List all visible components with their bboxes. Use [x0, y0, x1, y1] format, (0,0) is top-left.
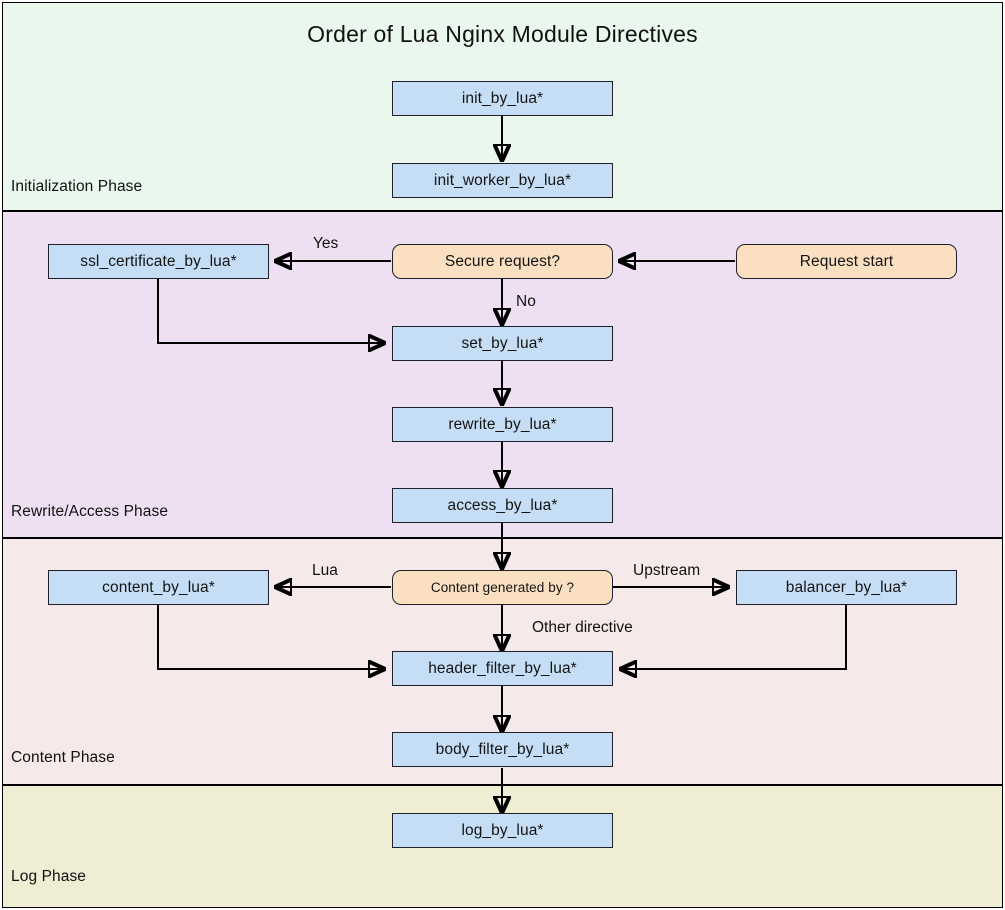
edge-label-upstream: Upstream [633, 562, 701, 579]
node-label: body_filter_by_lua* [435, 740, 570, 758]
node-ssl-certificate-by-lua[interactable]: ssl_certificate_by_lua* [48, 244, 269, 279]
edge-label-no: No [516, 293, 536, 310]
node-set-by-lua[interactable]: set_by_lua* [392, 326, 613, 361]
node-access-by-lua[interactable]: access_by_lua* [392, 488, 613, 523]
node-label: init_by_lua* [461, 89, 544, 107]
page-title: Order of Lua Nginx Module Directives [307, 21, 698, 47]
node-label: init_worker_by_lua* [433, 171, 572, 189]
node-label: header_filter_by_lua* [428, 659, 577, 677]
node-label: log_by_lua* [461, 821, 544, 839]
node-request-start[interactable]: Request start [736, 244, 957, 279]
band-label-log: Log Phase [11, 868, 87, 885]
node-label: rewrite_by_lua* [448, 415, 557, 433]
node-rewrite-by-lua[interactable]: rewrite_by_lua* [392, 407, 613, 442]
edge-label-lua: Lua [312, 562, 338, 579]
node-content-by-lua[interactable]: content_by_lua* [48, 570, 269, 605]
node-header-filter-by-lua[interactable]: header_filter_by_lua* [392, 651, 613, 686]
node-label: set_by_lua* [461, 334, 544, 352]
node-init-worker-by-lua[interactable]: init_worker_by_lua* [392, 163, 613, 198]
node-content-generated-by[interactable]: Content generated by ? [392, 570, 613, 605]
node-body-filter-by-lua[interactable]: body_filter_by_lua* [392, 732, 613, 767]
node-secure-request[interactable]: Secure request? [392, 244, 613, 279]
node-log-by-lua[interactable]: log_by_lua* [392, 813, 613, 848]
band-label-rewrite-access: Rewrite/Access Phase [11, 503, 169, 520]
node-label: content_by_lua* [102, 578, 215, 596]
node-label: ssl_certificate_by_lua* [80, 252, 237, 270]
node-label: Secure request? [444, 252, 561, 270]
node-init-by-lua[interactable]: init_by_lua* [392, 81, 613, 116]
band-label-content: Content Phase [11, 749, 115, 766]
node-label: access_by_lua* [447, 496, 558, 514]
node-label: Content generated by ? [430, 580, 575, 595]
edge-label-other-directive: Other directive [532, 619, 633, 636]
band-label-initialization: Initialization Phase [11, 178, 143, 195]
node-balancer-by-lua[interactable]: balancer_by_lua* [736, 570, 957, 605]
node-label: balancer_by_lua* [785, 578, 908, 596]
node-label: Request start [799, 252, 894, 270]
edge-label-yes: Yes [313, 235, 339, 252]
